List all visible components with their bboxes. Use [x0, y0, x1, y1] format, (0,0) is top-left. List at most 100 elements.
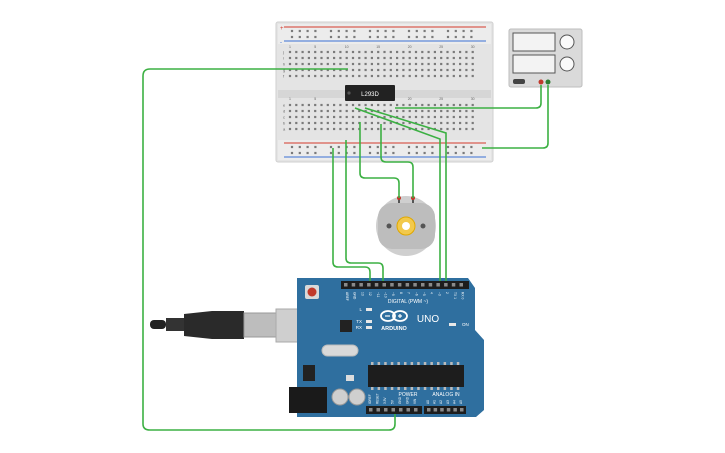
breadboard-hole[interactable] — [351, 109, 355, 113]
rail-hole[interactable] — [415, 29, 418, 33]
breadboard-hole[interactable] — [446, 121, 449, 125]
breadboard-hole[interactable] — [351, 56, 355, 60]
breadboard-hole[interactable] — [465, 121, 468, 125]
breadboard-hole[interactable] — [295, 68, 298, 72]
wire-psu-pos[interactable] — [395, 85, 542, 109]
breadboard-hole[interactable] — [383, 74, 386, 78]
dc-motor-icon[interactable] — [376, 196, 436, 256]
breadboard-hole[interactable] — [339, 50, 342, 54]
breadboard-hole[interactable] — [351, 50, 355, 54]
breadboard-hole[interactable] — [452, 103, 455, 107]
breadboard-hole[interactable] — [383, 103, 386, 107]
header-pin[interactable] — [453, 408, 457, 412]
breadboard-hole[interactable] — [364, 127, 367, 131]
header-pin[interactable] — [369, 408, 373, 412]
breadboard-hole[interactable] — [471, 56, 474, 60]
breadboard-hole[interactable] — [459, 115, 462, 119]
rail-hole[interactable] — [454, 35, 457, 39]
header-pin[interactable] — [459, 283, 464, 287]
rail-hole[interactable] — [345, 29, 348, 33]
breadboard-hole[interactable] — [370, 115, 373, 119]
rail-hole[interactable] — [376, 151, 379, 155]
rail-hole[interactable] — [337, 145, 340, 149]
breadboard-hole[interactable] — [452, 68, 455, 72]
breadboard-hole[interactable] — [295, 115, 298, 119]
breadboard-hole[interactable] — [433, 56, 436, 60]
breadboard-hole[interactable] — [333, 62, 336, 66]
breadboard-hole[interactable] — [320, 50, 323, 54]
breadboard-hole[interactable] — [351, 127, 355, 131]
breadboard-hole[interactable] — [414, 50, 418, 54]
breadboard-hole[interactable] — [402, 62, 405, 66]
breadboard-hole[interactable] — [288, 50, 292, 54]
breadboard-hole[interactable] — [465, 115, 468, 119]
breadboard-hole[interactable] — [383, 56, 386, 60]
breadboard-hole[interactable] — [414, 74, 418, 78]
breadboard-hole[interactable] — [383, 62, 386, 66]
breadboard-hole[interactable] — [389, 103, 392, 107]
breadboard-hole[interactable] — [295, 50, 298, 54]
breadboard-hole[interactable] — [421, 121, 424, 125]
breadboard-hole[interactable] — [446, 127, 449, 131]
rail-hole[interactable] — [407, 35, 411, 39]
breadboard-hole[interactable] — [389, 127, 392, 131]
breadboard-hole[interactable] — [295, 121, 298, 125]
breadboard-hole[interactable] — [389, 62, 392, 66]
header-pin[interactable] — [382, 283, 387, 287]
breadboard-hole[interactable] — [326, 109, 329, 113]
breadboard-hole[interactable] — [421, 68, 424, 72]
rail-hole[interactable] — [353, 151, 356, 155]
breadboard-hole[interactable] — [358, 103, 361, 107]
breadboard-hole[interactable] — [314, 68, 317, 72]
breadboard-hole[interactable] — [333, 74, 336, 78]
breadboard-hole[interactable] — [377, 68, 380, 72]
breadboard-hole[interactable] — [414, 109, 418, 113]
breadboard-hole[interactable] — [421, 127, 424, 131]
breadboard-hole[interactable] — [295, 127, 298, 131]
breadboard-hole[interactable] — [307, 56, 310, 60]
rail-hole[interactable] — [298, 151, 301, 155]
breadboard-hole[interactable] — [288, 115, 292, 119]
header-pin[interactable] — [440, 408, 444, 412]
breadboard-hole[interactable] — [307, 109, 310, 113]
breadboard-hole[interactable] — [465, 74, 468, 78]
breadboard-hole[interactable] — [414, 62, 418, 66]
breadboard-hole[interactable] — [345, 62, 348, 66]
breadboard-hole[interactable] — [459, 127, 462, 131]
breadboard-hole[interactable] — [339, 115, 342, 119]
breadboard-hole[interactable] — [288, 74, 292, 78]
breadboard-hole[interactable] — [465, 56, 468, 60]
breadboard-hole[interactable] — [307, 50, 310, 54]
breadboard-hole[interactable] — [301, 50, 304, 54]
breadboard-hole[interactable] — [314, 56, 317, 60]
breadboard-hole[interactable] — [295, 56, 298, 60]
breadboard-hole[interactable] — [320, 56, 323, 60]
rail-hole[interactable] — [329, 29, 333, 33]
breadboard-hole[interactable] — [427, 68, 430, 72]
breadboard-hole[interactable] — [301, 62, 304, 66]
breadboard-hole[interactable] — [440, 62, 443, 66]
header-pin[interactable] — [446, 408, 451, 412]
breadboard-hole[interactable] — [288, 103, 292, 107]
breadboard-hole[interactable] — [433, 74, 436, 78]
breadboard-hole[interactable] — [364, 103, 367, 107]
breadboard-hole[interactable] — [446, 62, 449, 66]
breadboard-hole[interactable] — [465, 103, 468, 107]
breadboard-hole[interactable] — [446, 109, 449, 113]
breadboard-hole[interactable] — [440, 103, 443, 107]
breadboard-hole[interactable] — [440, 68, 443, 72]
breadboard-hole[interactable] — [433, 121, 436, 125]
breadboard-hole[interactable] — [377, 121, 380, 125]
breadboard-hole[interactable] — [301, 56, 304, 60]
breadboard-hole[interactable] — [421, 74, 424, 78]
breadboard-hole[interactable] — [314, 62, 317, 66]
breadboard-hole[interactable] — [358, 50, 361, 54]
breadboard-hole[interactable] — [345, 127, 348, 131]
breadboard-hole[interactable] — [351, 74, 355, 78]
breadboard-hole[interactable] — [433, 50, 436, 54]
breadboard-hole[interactable] — [288, 62, 292, 66]
breadboard-hole[interactable] — [320, 68, 323, 72]
wire-pin3[interactable] — [354, 107, 441, 281]
breadboard-hole[interactable] — [389, 74, 392, 78]
